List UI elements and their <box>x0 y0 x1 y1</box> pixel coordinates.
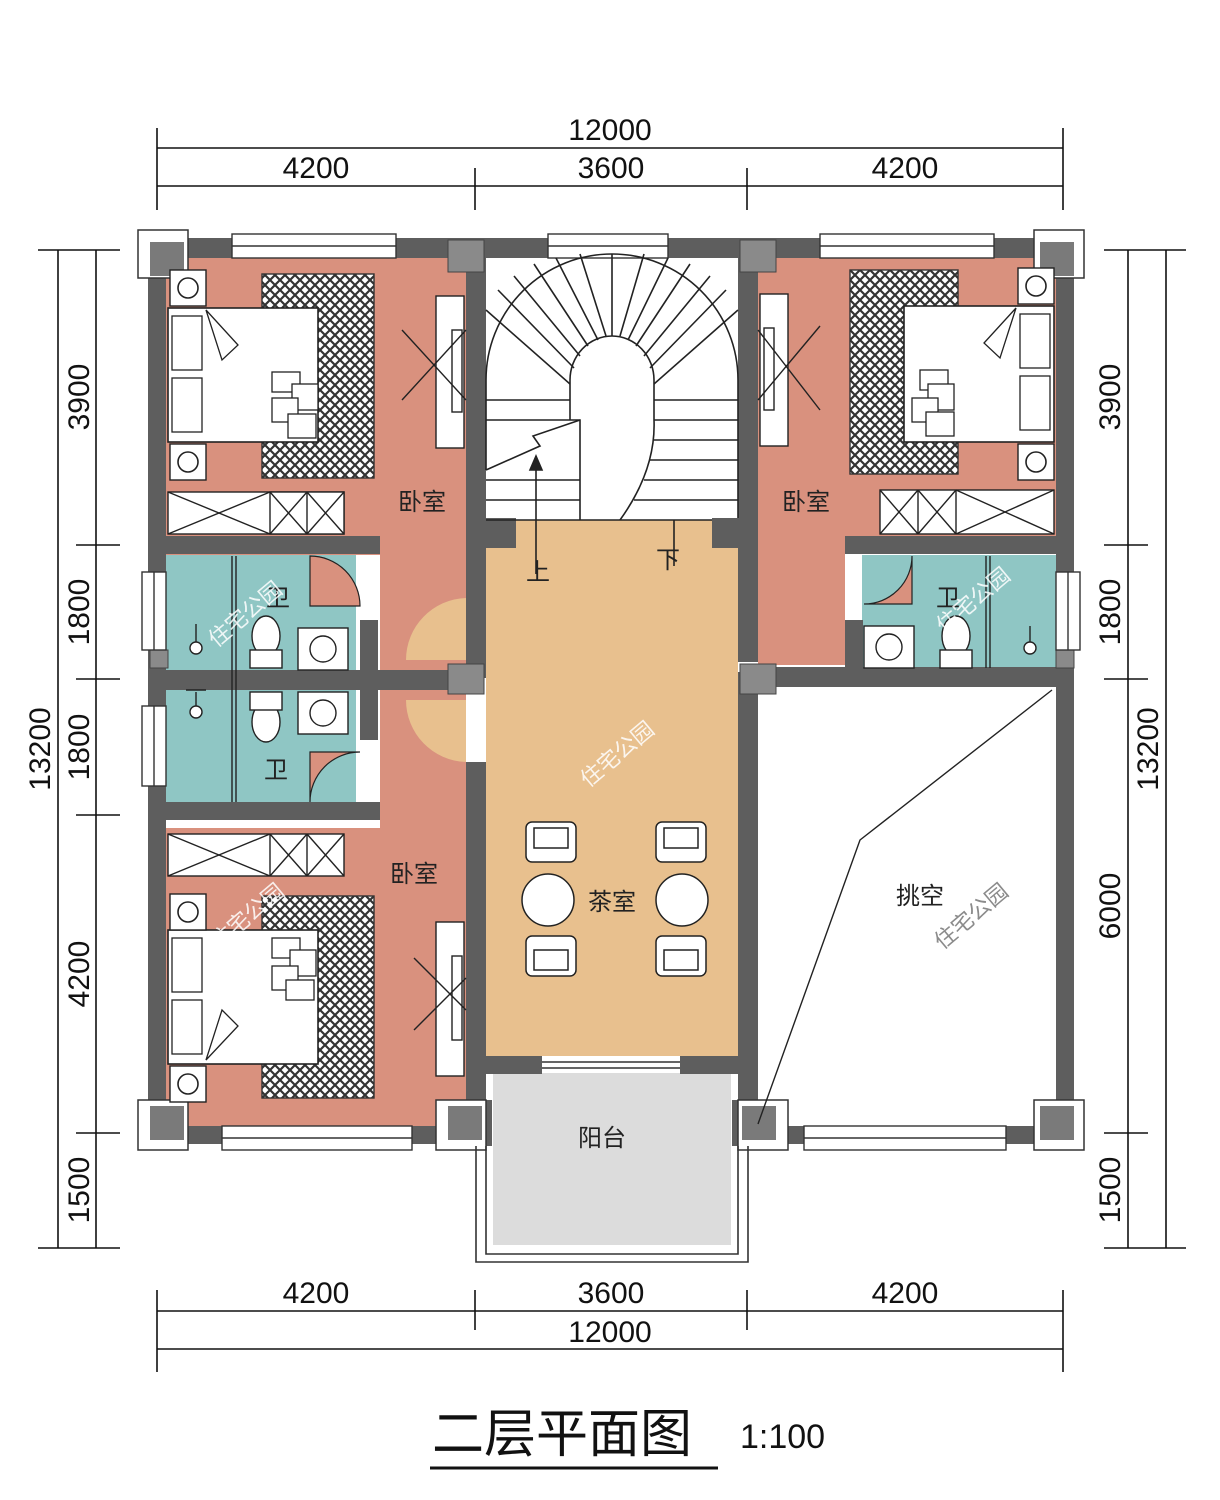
balcony-railing <box>475 1061 749 1263</box>
tea-room-furniture <box>521 821 709 977</box>
bath-3-label: 卫 <box>936 584 960 612</box>
drawing-title: 二层平面图 <box>432 1405 692 1465</box>
corridor-bulge-left <box>406 598 466 660</box>
bedroom-tl-label: 卧室 <box>398 488 446 516</box>
bedroom-bl-label: 卧室 <box>390 860 438 888</box>
bedroom-tl-furniture <box>167 269 467 535</box>
dim-left-seg-3: 1800 <box>63 714 96 781</box>
corridor-bulge-left-2 <box>406 700 466 762</box>
dim-top-total: 12000 <box>568 114 651 147</box>
bedroom-tr-furniture <box>757 267 1055 535</box>
void-diagonal <box>757 689 1053 1125</box>
dim-bottom-seg-3: 4200 <box>872 1277 939 1310</box>
bath-fixtures <box>186 556 1037 802</box>
dim-bottom-seg-2: 3600 <box>578 1277 645 1310</box>
dim-top-seg-1: 4200 <box>283 152 350 185</box>
dimension-left <box>38 249 120 1249</box>
dim-left-seg-1: 3900 <box>63 364 96 431</box>
dim-bottom-total: 12000 <box>568 1316 651 1349</box>
bath-1-label: 卫 <box>266 584 290 612</box>
bedroom-tr-label: 卧室 <box>782 488 830 516</box>
void-floor <box>756 690 1056 1126</box>
dimension-top <box>156 128 1064 210</box>
stair-down-label: 下 <box>656 546 680 574</box>
bedroom-bl-furniture <box>167 833 467 1103</box>
stair-up-label: 上 <box>526 558 550 586</box>
balcony-floor <box>493 1073 731 1245</box>
dim-left-seg-2: 1800 <box>63 579 96 646</box>
dim-right-seg-3: 6000 <box>1094 873 1127 940</box>
dim-top-seg-2: 3600 <box>578 152 645 185</box>
balcony-label: 阳台 <box>578 1124 626 1152</box>
dim-right-seg-2: 1800 <box>1094 579 1127 646</box>
dimension-right <box>1104 249 1186 1249</box>
tea-room-label: 茶室 <box>588 888 636 916</box>
dim-left-seg-4: 4200 <box>63 941 96 1008</box>
dim-right-seg-4: 1500 <box>1094 1157 1127 1224</box>
dim-left-total: 13200 <box>24 707 57 790</box>
bath-2-label: 卫 <box>264 756 288 784</box>
dimension-bottom <box>156 1290 1064 1372</box>
void-label: 挑空 <box>896 882 944 910</box>
dim-left-seg-5: 1500 <box>63 1157 96 1224</box>
windows <box>141 233 1081 1151</box>
dim-right-total: 13200 <box>1132 707 1165 790</box>
door-swings <box>309 555 913 803</box>
spiral-stair <box>485 253 739 574</box>
drawing-scale: 1:100 <box>740 1418 825 1456</box>
dim-right-seg-1: 3900 <box>1094 364 1127 431</box>
dim-top-seg-3: 4200 <box>872 152 939 185</box>
dim-bottom-seg-1: 4200 <box>283 1277 350 1310</box>
